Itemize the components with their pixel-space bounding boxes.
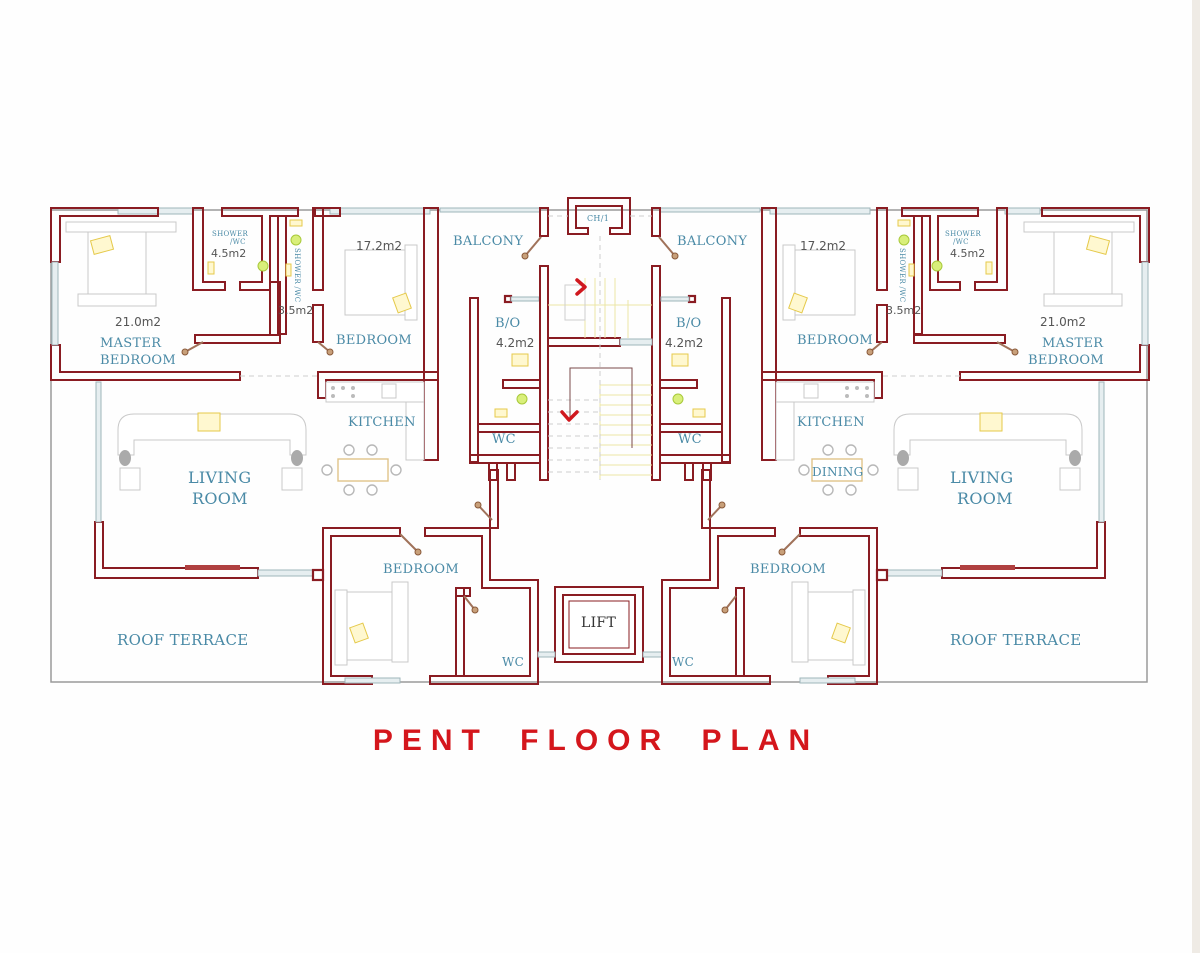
right-bo-area: 4.2m2 xyxy=(665,336,703,350)
right-bottom-wc-label: WC xyxy=(672,655,694,669)
window xyxy=(329,207,431,215)
lift-label: LIFT xyxy=(581,615,616,631)
left-living-room-label: LIVING xyxy=(188,468,251,487)
right-wc-label: WC xyxy=(678,432,702,447)
left-kitchen-label: KITCHEN xyxy=(348,415,416,430)
right-small-shower-area: 3.5m2 xyxy=(886,304,921,317)
left-bo-area: 4.2m2 xyxy=(496,336,534,350)
left-small-shower-area: 3.5m2 xyxy=(278,304,313,317)
room-labels: 21.0m2 MASTER BEDROOM SHOWER /WC 4.5m2 S… xyxy=(100,214,1104,669)
stair-down-arrow-icon xyxy=(560,410,579,422)
svg-text:SHOWER /WC: SHOWER /WC xyxy=(898,248,906,302)
left-bottom-wc-label: WC xyxy=(502,655,524,669)
right-bo-label: B/O xyxy=(676,316,702,331)
svg-text:BEDROOM: BEDROOM xyxy=(1028,353,1104,368)
svg-text:ROOM: ROOM xyxy=(957,489,1013,508)
svg-text:SHOWER: SHOWER xyxy=(212,230,248,238)
right-bedroom-area: 17.2m2 xyxy=(800,239,846,253)
left-master-bedroom-label: MASTER xyxy=(100,336,162,351)
doors xyxy=(181,236,1019,614)
building-outline xyxy=(50,209,1148,683)
right-bedroom-label: BEDROOM xyxy=(797,333,873,348)
right-master-bedroom-label: MASTER xyxy=(1042,336,1104,351)
right-kitchen-label: KITCHEN xyxy=(797,415,865,430)
svg-text:SHOWER /WC: SHOWER /WC xyxy=(293,248,301,302)
stair-up-arrow-icon xyxy=(575,278,587,296)
window xyxy=(769,207,871,215)
left-shower-area: 4.5m2 xyxy=(211,247,246,260)
svg-text:BEDROOM: BEDROOM xyxy=(100,353,176,368)
svg-text:/WC: /WC xyxy=(230,238,246,246)
left-balcony-label: BALCONY xyxy=(453,234,523,249)
core xyxy=(537,197,663,663)
svg-text:/WC: /WC xyxy=(953,238,969,246)
left-unit xyxy=(50,207,541,685)
svg-text:ROOM: ROOM xyxy=(192,489,248,508)
right-bottom-bedroom-label: BEDROOM xyxy=(750,562,826,577)
right-master-bedroom-area: 21.0m2 xyxy=(1040,315,1086,329)
page-edge-strip xyxy=(1192,0,1200,953)
right-living-room-label: LIVING xyxy=(950,468,1013,487)
window xyxy=(1004,207,1041,215)
chimney-label: CH/1 xyxy=(587,214,609,223)
right-balcony-label: BALCONY xyxy=(677,234,747,249)
right-roof-terrace-label: ROOF TERRACE xyxy=(950,631,1081,649)
left-furniture xyxy=(65,219,529,666)
right-shower-area: 4.5m2 xyxy=(950,247,985,260)
left-bedroom-label: BEDROOM xyxy=(336,333,412,348)
window xyxy=(659,207,761,213)
plan-title: PENT FLOOR PLAN xyxy=(372,724,820,757)
left-roof-terrace-label: ROOF TERRACE xyxy=(117,631,248,649)
left-master-bedroom-area: 21.0m2 xyxy=(115,315,161,329)
right-dining-label: DINING xyxy=(812,465,864,479)
left-bottom-bedroom-label: BEDROOM xyxy=(383,562,459,577)
left-bedroom-area: 17.2m2 xyxy=(356,239,402,253)
window xyxy=(439,207,541,213)
left-wc-label: WC xyxy=(492,432,516,447)
left-bo-label: B/O xyxy=(495,316,521,331)
svg-text:SHOWER: SHOWER xyxy=(945,230,981,238)
